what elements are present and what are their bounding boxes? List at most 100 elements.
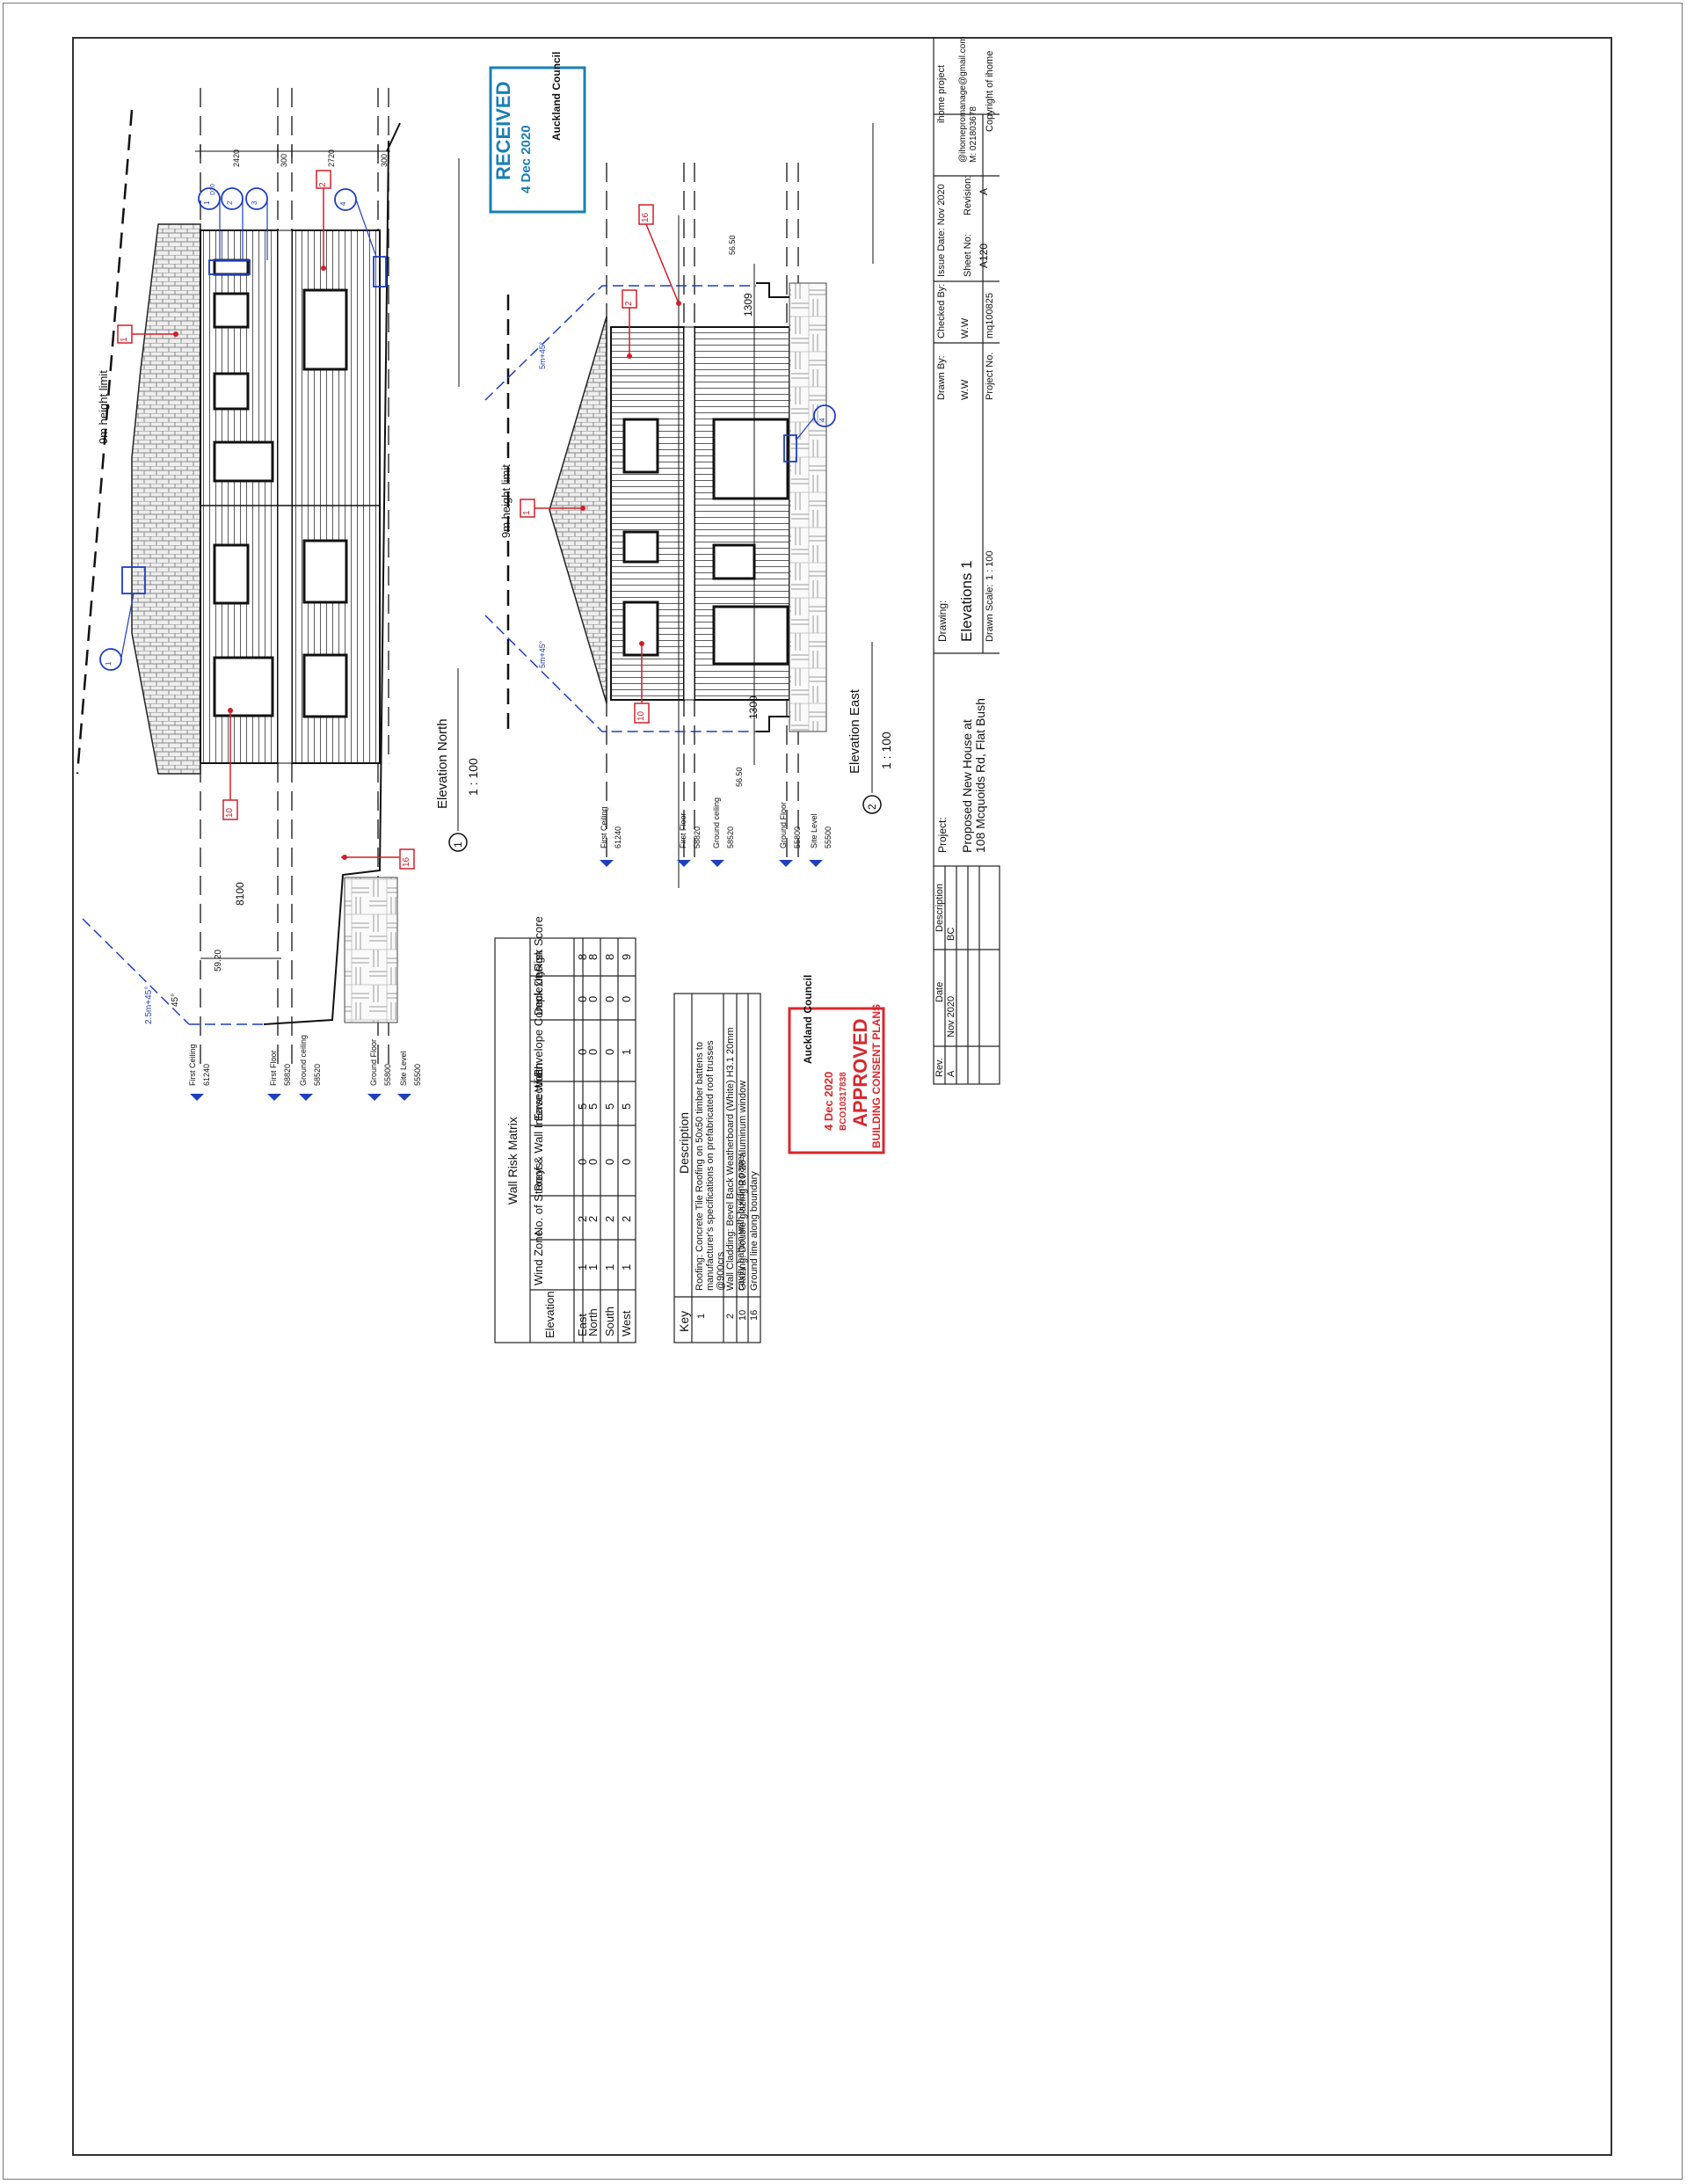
height-limit-label-east: 9m height limit (499, 464, 513, 538)
key-2: 2 (725, 1313, 736, 1319)
wrm-row-south: South (603, 1307, 616, 1336)
wrm-cell: 5 (620, 1103, 633, 1110)
spot-level-east-b: 56.50 (735, 767, 744, 787)
level-ground-floor-value-east: 55800 (793, 826, 802, 848)
level-ground-ceiling-value-east: 58520 (726, 826, 735, 848)
wrm-header-risk: Risk Score (532, 916, 545, 972)
detail-bubble-4-east: 4 (818, 418, 826, 422)
detail-ref-1: D10 (210, 184, 216, 195)
wrm-cell: 0 (586, 995, 600, 1002)
revision-value: A (978, 187, 990, 195)
project-line-1: Proposed New House at (960, 719, 974, 853)
wrm-cell: 1 (586, 1263, 600, 1270)
spot-level-east-a: 56.50 (728, 235, 737, 255)
rev-a-description: BC (946, 927, 956, 941)
level-first-ceiling-east: First Ceiling (600, 806, 608, 848)
detail-bubble-4: 4 (339, 201, 347, 206)
checked-by: W.W (960, 317, 971, 339)
project-label: Project: (936, 817, 949, 853)
tag-1-north: 1 (120, 337, 129, 342)
level-ground-floor-east: Ground Floor (779, 801, 788, 848)
wrm-cell: 9 (620, 953, 633, 960)
company-email: @ihomepromanage@gmail.com (958, 36, 968, 163)
wrm-cell: 1 (620, 1048, 633, 1055)
dimension-2420: 2420 (232, 149, 241, 167)
wrm-header-wind: Wind Zone (532, 1230, 545, 1285)
detail-bubble-1-roof: 1 (105, 661, 113, 666)
rev-header-rev: Rev. (934, 1058, 945, 1077)
spot-level-north: 59.20 (214, 949, 223, 972)
level-ground-ceiling-value-north: 58520 (313, 1063, 322, 1086)
key-10-description: Glazing: Double glazing R0.26 aluminum w… (738, 1080, 748, 1291)
drawing-frame (72, 37, 1612, 2156)
elevation-east-scale: 1 : 100 (879, 732, 893, 769)
project-line-2: 108 Mcquoids Rd, Flat Bush (973, 698, 987, 853)
wrm-row-west: West (620, 1310, 633, 1336)
level-first-ceiling-value-north: 61240 (202, 1063, 211, 1086)
key-1-description: Roofing: Concrete Tile Roofing on 50x50 … (694, 1040, 726, 1291)
tag-10-east: 10 (636, 710, 646, 721)
angle-label: 45° (171, 993, 180, 1007)
elevation-east-number: 2 (866, 804, 878, 810)
wrm-header-elevation: Elevation (543, 1291, 556, 1338)
level-site-north: Site Level (399, 1051, 408, 1086)
level-first-ceiling-north: First Ceiling (188, 1044, 197, 1086)
dimension-1309: 1309 (742, 293, 754, 317)
level-first-floor-value-east: 58820 (693, 826, 702, 848)
drawn-scale-value: 1 : 100 (985, 550, 995, 580)
project-no-label: Project No. (985, 352, 995, 400)
elevation-north-number: 1 (452, 841, 464, 848)
sheet-no: A120 (978, 243, 990, 268)
rev-a: A (946, 1070, 956, 1077)
wall-risk-matrix-title: Wall Risk Matrix (505, 1117, 520, 1205)
drawn-by: W.W (960, 379, 971, 400)
sheet-border (3, 3, 1683, 2180)
wrm-cell: 5 (586, 1103, 600, 1110)
level-site-value-north: 55500 (413, 1063, 422, 1086)
key-header-description: Description (677, 1111, 691, 1174)
wrm-cell: 0 (586, 1048, 600, 1055)
rev-header-description: Description (934, 883, 945, 932)
drawing-label: Drawing: (936, 600, 949, 642)
key-1: 1 (696, 1313, 707, 1319)
detail-bubble-2: 2 (226, 200, 234, 205)
drawn-scale-label: Drawn Scale: (985, 584, 995, 642)
received-stamp-council: Auckland Council (550, 51, 563, 141)
wrm-cell: 0 (620, 1158, 633, 1165)
level-first-ceiling-value-east: 61240 (614, 826, 622, 848)
wrm-row-north: North (586, 1308, 600, 1336)
wrm-cell: 2 (586, 1215, 600, 1222)
wrm-cell: 5 (603, 1103, 616, 1110)
company-mobile: M: 021803678 (969, 106, 978, 163)
tag-16-north: 16 (402, 856, 411, 867)
wrm-cell: 8 (603, 953, 616, 960)
key-16: 16 (749, 1309, 760, 1321)
wrm-cell: 0 (586, 1158, 600, 1165)
approved-stamp-word: APPROVED (849, 1018, 871, 1127)
wrm-cell: 2 (603, 1215, 616, 1222)
level-ground-ceiling-north: Ground ceiling (299, 1034, 308, 1086)
level-ground-floor-value-north: 55800 (383, 1063, 392, 1086)
level-ground-ceiling-east: Ground ceiling (712, 797, 721, 848)
dimension-8100: 8100 (234, 882, 246, 906)
level-ground-floor-north: Ground Floor (369, 1038, 378, 1086)
key-10: 10 (738, 1309, 748, 1321)
tag-10-north: 10 (225, 807, 235, 818)
tag-1-east: 1 (522, 510, 532, 515)
tag-2-north: 2 (318, 182, 328, 187)
checked-by-label: Checked By: (936, 283, 947, 339)
tag-16-east: 16 (641, 212, 651, 222)
copyright: Copyright of ihome (985, 50, 995, 132)
wrm-cell: 0 (603, 1158, 616, 1165)
key-16-description: Ground line along boundary (749, 1171, 760, 1291)
company-name: ihome project (936, 64, 947, 123)
wrm-cell: 0 (603, 1048, 616, 1055)
wrm-cell: 8 (586, 953, 600, 960)
wrm-cell: 0 (620, 995, 633, 1002)
level-site-value-east: 55500 (824, 826, 833, 848)
detail-bubble-3: 3 (251, 200, 258, 205)
level-first-floor-east: First Floor (679, 812, 687, 849)
rev-header-date: Date (934, 981, 945, 1002)
recession-label-north: 2.5m+45° (144, 986, 154, 1024)
